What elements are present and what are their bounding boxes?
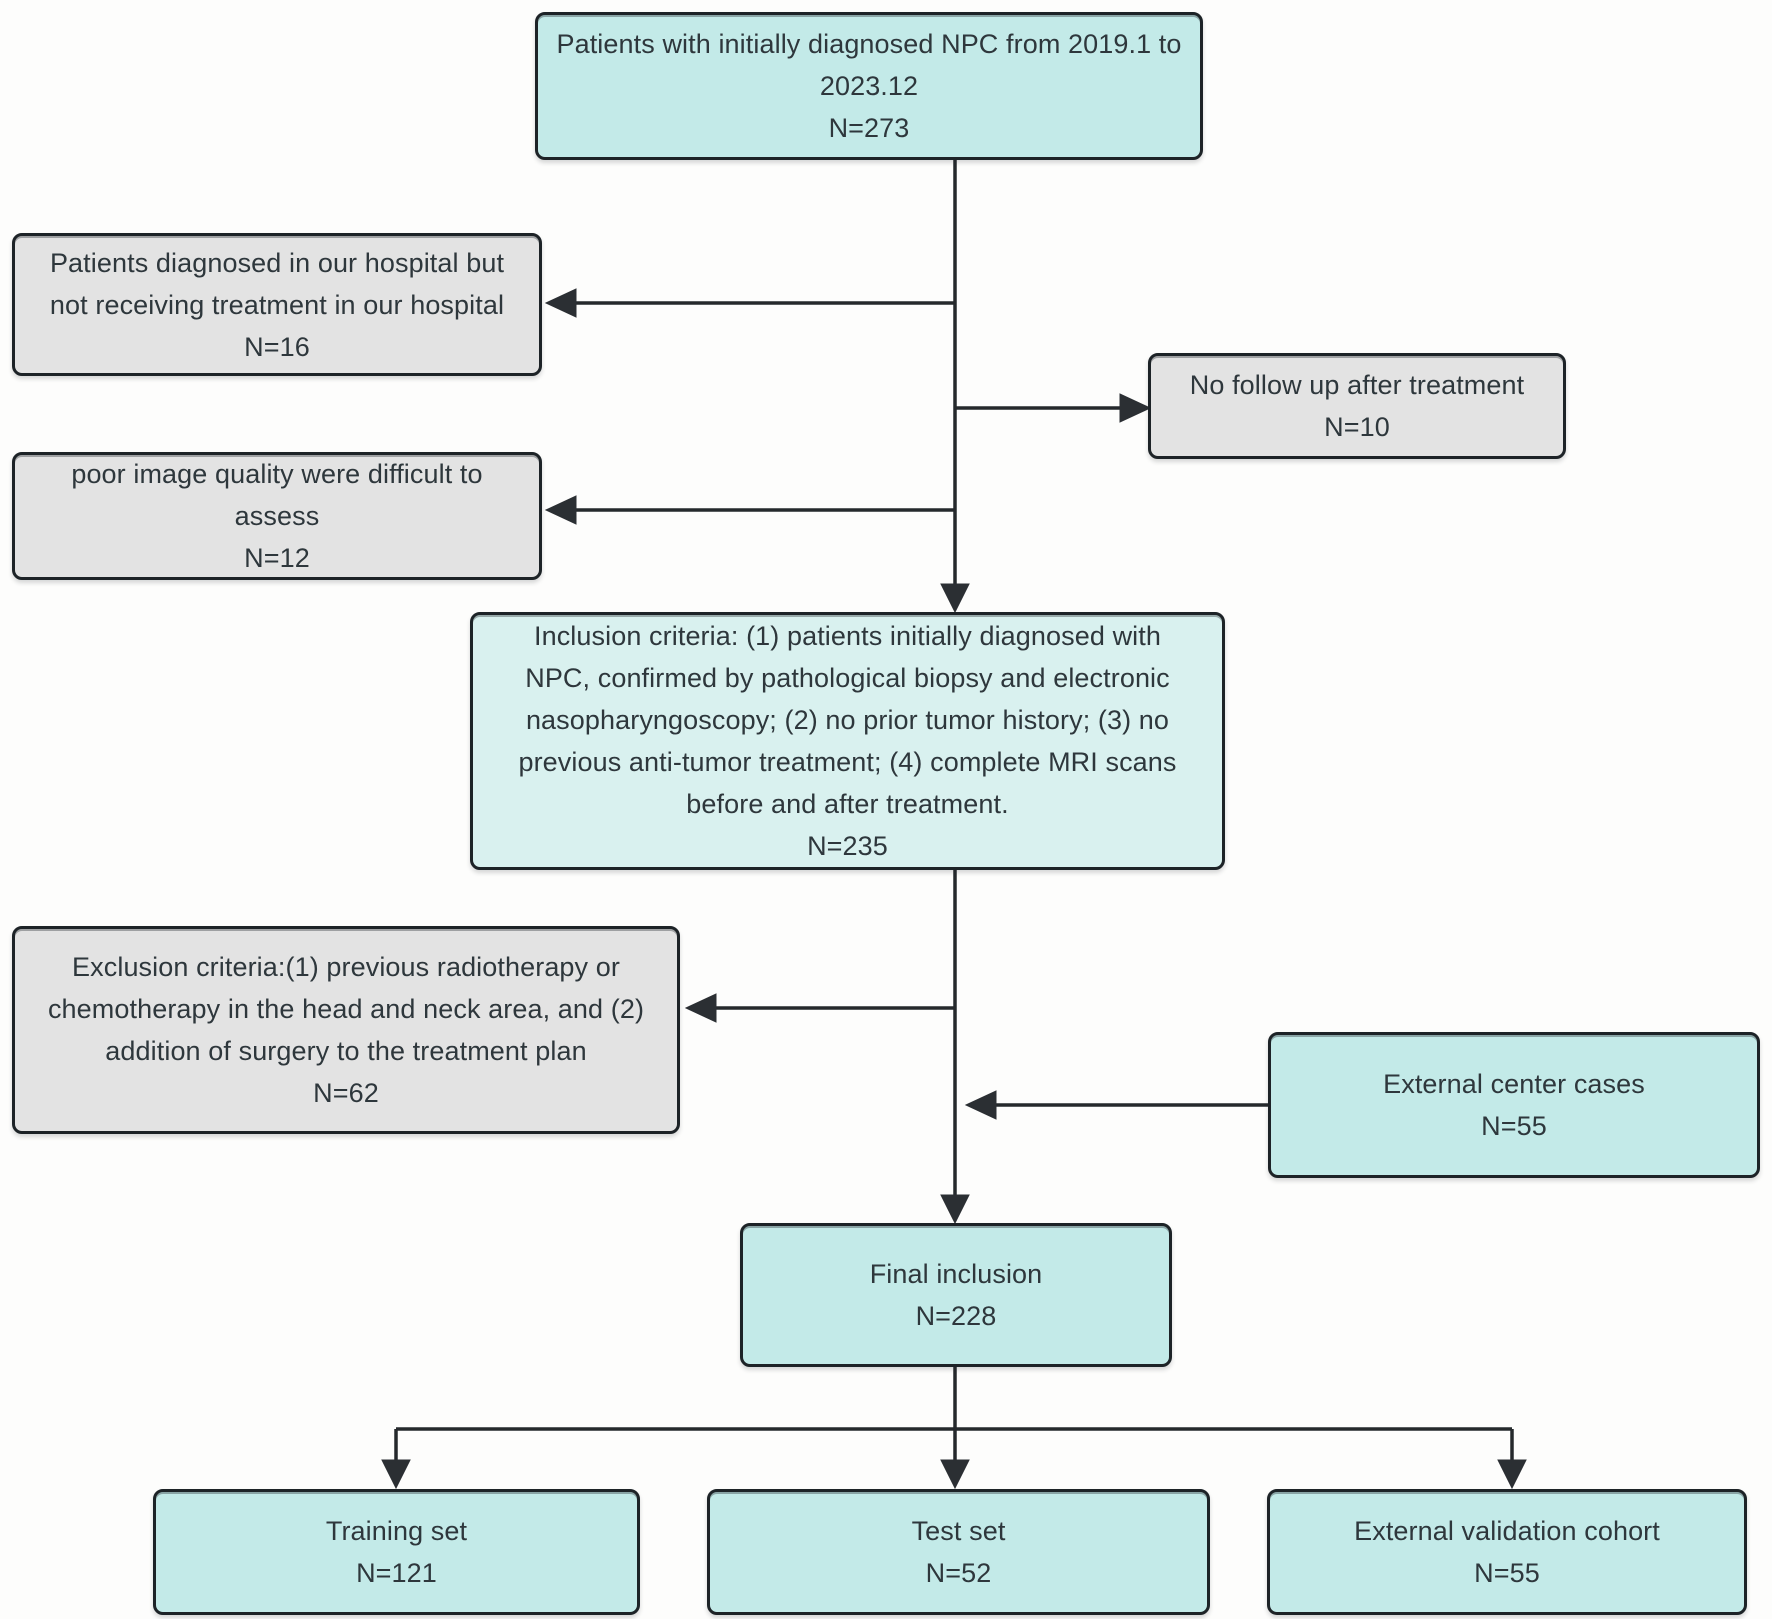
connector-to-poor-quality <box>544 495 955 525</box>
box-no-followup: No follow up after treatment N=10 <box>1148 353 1566 459</box>
box-external-validation: External validation cohort N=55 <box>1267 1489 1747 1615</box>
box-final-inclusion: Final inclusion N=228 <box>740 1223 1172 1367</box>
box-external-validation-text: External validation cohort N=55 <box>1354 1516 1660 1588</box>
box-final-inclusion-text: Final inclusion N=228 <box>869 1259 1043 1331</box>
box-test-set-text: Test set N=52 <box>911 1516 1006 1588</box>
connector-to-training <box>381 1429 411 1490</box>
box-training-set-text: Training set N=121 <box>325 1516 468 1588</box>
box-not-treated: Patients diagnosed in our hospital but n… <box>12 233 542 376</box>
box-no-followup-text: No follow up after treatment N=10 <box>1189 370 1525 442</box>
connector-external-cases-to-spine <box>964 1090 1268 1120</box>
connector-to-exclusion <box>684 993 955 1023</box>
box-not-treated-text: Patients diagnosed in our hospital but n… <box>49 247 505 362</box>
box-source-text: Patients with initially diagnosed NPC fr… <box>556 29 1182 143</box>
box-inclusion-criteria-text: Inclusion criteria: (1) patients initial… <box>518 621 1177 861</box>
box-source: Patients with initially diagnosed NPC fr… <box>535 12 1203 160</box>
box-training-set: Training set N=121 <box>153 1489 640 1615</box>
connector-final-to-rail <box>396 1367 1512 1431</box>
box-external-cases: External center cases N=55 <box>1268 1032 1760 1178</box>
box-inclusion-criteria: Inclusion criteria: (1) patients initial… <box>470 612 1225 870</box>
box-poor-quality: poor image quality were difficult to ass… <box>12 452 542 580</box>
connector-to-external-validation <box>1497 1429 1527 1490</box>
box-test-set: Test set N=52 <box>707 1489 1210 1615</box>
connector-to-test <box>940 1429 970 1490</box>
box-exclusion-criteria: Exclusion criteria:(1) previous radiothe… <box>12 926 680 1134</box>
box-exclusion-criteria-text: Exclusion criteria:(1) previous radiothe… <box>47 952 645 1108</box>
connector-inclusion-to-final <box>940 870 970 1225</box>
connector-to-not-treated <box>544 288 955 318</box>
connector-to-no-followup <box>955 393 1152 423</box>
box-external-cases-text: External center cases N=55 <box>1383 1069 1645 1141</box>
connector-source-to-inclusion <box>940 160 970 614</box>
box-poor-quality-text: poor image quality were difficult to ass… <box>71 459 483 573</box>
